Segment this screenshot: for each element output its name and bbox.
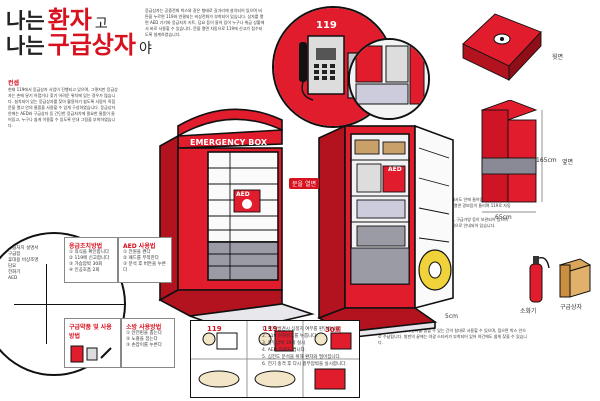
phone-number: 119: [316, 20, 337, 31]
card-first-aid: 응급조치방법 ① 의식을 확인합니다 ② 119에 신고합니다 ③ 가슴압박 3…: [64, 237, 118, 283]
guide-step: 4. AED 전원을 켭니다.: [262, 348, 307, 353]
first-aid-kit-illustration: [558, 258, 592, 298]
extinguisher-illustration: [529, 256, 550, 303]
card-extinguisher-item: ① 안전핀을 뽑는다: [126, 331, 162, 336]
title-suffix-2: 야: [138, 41, 152, 58]
card-aed-item: ③ 분석 후 버튼을 누른다: [123, 262, 166, 273]
legend-item: 담요: [8, 264, 17, 269]
tape-roll-illustration: [418, 249, 452, 291]
title-highlight-1: 환자: [47, 6, 92, 34]
top-description: 응급상자는 공중전화 박스와 같은 형태로 길거리에 설치되어 있으며 버튼을 …: [145, 8, 265, 38]
width-dimension: 65cm: [495, 214, 512, 221]
concept-paragraph: 현재 119에서 응급상자 사업이 진행되고 있으며, 그렇지만 응급상자는 손…: [8, 87, 118, 128]
box-aed-label: AED: [236, 191, 250, 198]
guide-illustration-grid: 119 119 30회: [190, 320, 360, 398]
emergency-box-open: [317, 124, 454, 338]
box-top-view: [462, 13, 542, 82]
card-medicine: 구급약품 및 사용방법: [64, 318, 121, 368]
guide-steps: 1. 환자 발견시 심정지 여부를 판단합니다. 2. 119 전화번호를 누릅…: [262, 326, 374, 368]
card-extinguisher-title: 소방 사용방법: [126, 324, 162, 331]
depth-dimension: 5cm: [445, 313, 458, 320]
contents-illustration: [350, 40, 428, 118]
box-side-view: [480, 100, 543, 213]
bottom-paragraph: 하단 발판은 펼쳐서 환자를 눕힐 수 있는 간이 침대로 사용할 수 있으며,…: [378, 328, 528, 345]
guide-cell-number: 119: [263, 325, 278, 333]
card-aed: AED 사용법 ① 전원을 켠다 ② 패드를 부착한다 ③ 분석 후 버튼을 누…: [118, 237, 172, 283]
card-extinguisher-item: ③ 손잡이를 누른다: [126, 343, 162, 348]
card-extinguisher-item: ② 노즐을 잡는다: [126, 337, 158, 342]
open-arrow-label: 문을 열면: [289, 178, 319, 189]
box-sign-text: EMERGENCY BOX: [190, 138, 268, 147]
guide-step: 6. 전기 충격 후 다시 흉부압박을 실시합니다.: [262, 362, 347, 367]
guide-step: 3. 흉부압박 30회 실시: [262, 341, 306, 346]
extinguisher-label: 소화기: [520, 308, 537, 315]
top-view-label: 윗면: [552, 54, 564, 61]
card-aed-title: AED 사용법: [123, 243, 156, 250]
title-highlight-2: 구급상자: [47, 31, 136, 60]
title-prefix-2: 나는: [6, 34, 45, 59]
guide-step: 2. 119 전화번호를 누릅니다.: [262, 334, 318, 339]
kit-label: 구급상자: [560, 304, 583, 311]
height-dimension: 165cm: [536, 157, 557, 164]
contents-detail-bubble: [348, 38, 430, 120]
legend-item: 응급처치 설명서: [8, 246, 39, 251]
emergency-box-closed: EMERGENCY BOX: [158, 108, 315, 333]
card-first-aid-item: ④ 인공호흡 2회: [69, 268, 100, 273]
guide-cell-number: 30회: [325, 326, 342, 334]
card-extinguisher: 소방 사용방법 ① 안전핀을 뽑는다 ② 노즐을 잡는다 ③ 손잡이를 누른다: [121, 318, 175, 368]
card-first-aid-title: 응급조치방법: [69, 243, 103, 250]
top-paragraph: 응급상자는 공중전화 박스와 같은 형태로 길거리에 설치되어 있으며 버튼을 …: [145, 8, 265, 37]
legend-item: 전화기: [8, 270, 21, 275]
bottom-description: 하단 발판은 펼쳐서 환자를 눕힐 수 있는 간이 침대로 사용할 수 있으며,…: [378, 328, 528, 346]
title-suffix-1: 고: [94, 16, 108, 32]
guide-step: 1. 환자 발견시 심정지 여부를 판단합니다.: [262, 327, 342, 332]
open-box-aed-label: AED: [388, 166, 402, 173]
guide-step: 5. 심전도 분석을 위해 환자와 떨어집니다.: [262, 355, 342, 360]
title-prefix-1: 나는: [6, 9, 45, 33]
guide-cell-number: 119: [207, 325, 222, 333]
legend-list: 응급처치 설명서 구급함 휴대용 비상조명 담요 전화기 AED: [8, 246, 48, 282]
card-first-aid-item: ③ 가슴압박 30회: [69, 262, 103, 267]
legend-item: AED: [8, 276, 18, 281]
guide-drawings: [191, 321, 359, 397]
card-first-aid-item: ① 의식을 확인합니다: [69, 250, 110, 255]
card-aed-item: ② 패드를 부착한다: [123, 256, 159, 261]
card-aed-item: ① 전원을 켠다: [123, 250, 151, 255]
legend-item: 구급함: [8, 252, 21, 257]
card-first-aid-item: ② 119에 신고합니다: [69, 256, 110, 261]
concept-block: 컨셉 현재 119에서 응급상자 사업이 진행되고 있으며, 그렇지만 응급상자…: [8, 78, 118, 129]
medicine-icons: [70, 345, 112, 363]
legend-item: 휴대용 비상조명: [8, 258, 39, 263]
card-medicine-title: 구급약품 및 사용방법: [69, 324, 112, 340]
concept-label: 컨셉: [8, 80, 20, 87]
page-title: 나는 환자 고 나는 구급상자 야: [6, 6, 152, 60]
side-view-label: 옆면: [562, 159, 574, 166]
